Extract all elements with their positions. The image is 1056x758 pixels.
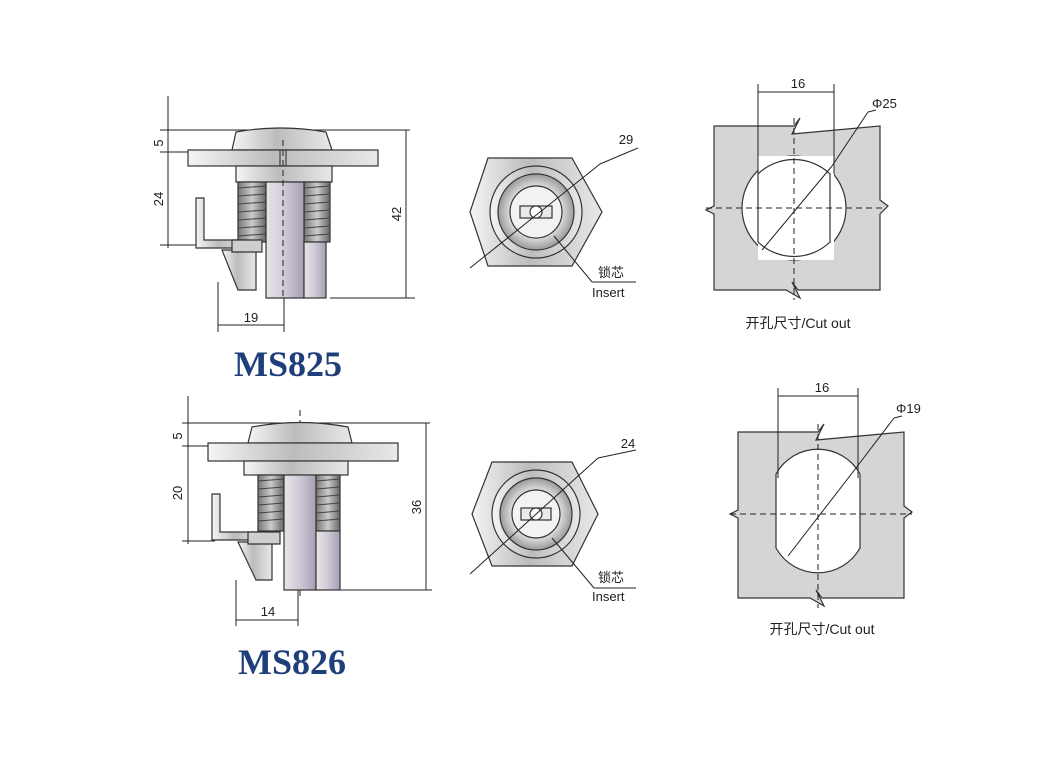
insert-en-label: Insert xyxy=(592,589,625,604)
dim-hex-label: 24 xyxy=(621,436,635,451)
insert-cn-label: 锁芯 xyxy=(598,265,624,280)
front-view: 24 锁芯 Insert xyxy=(469,436,637,604)
dim-cutout-width-label: 16 xyxy=(815,380,829,395)
dim-total-label: 42 xyxy=(389,207,404,221)
cutout-caption: 开孔尺寸/Cut out xyxy=(745,315,850,331)
insert-cn-label: 锁芯 xyxy=(598,570,624,585)
dim-top-label: 5 xyxy=(170,432,185,439)
dim-hex-label: 29 xyxy=(619,132,633,147)
dim-mid-label: 24 xyxy=(151,192,166,206)
dim-mid-label: 20 xyxy=(170,486,185,500)
cutout-view: 16 Φ25 开孔尺寸/Cut out xyxy=(704,76,897,331)
dim-width-label: 14 xyxy=(261,604,275,619)
model-title: MS825 xyxy=(234,344,342,384)
cutout-view: 16 Φ19 开孔尺寸/Cut out xyxy=(728,380,921,637)
product-ms826: 5 20 36 14 24 锁芯 Insert xyxy=(170,380,921,682)
dim-diameter-label: Φ19 xyxy=(896,401,921,416)
dim-total-label: 36 xyxy=(409,500,424,514)
dim-diameter-label: Φ25 xyxy=(872,96,897,111)
cutout-caption: 开孔尺寸/Cut out xyxy=(769,621,874,637)
dim-top-label: 5 xyxy=(151,139,166,146)
dim-width-label: 19 xyxy=(244,310,258,325)
model-title: MS826 xyxy=(238,642,346,682)
front-view: 29 锁芯 Insert xyxy=(469,132,639,300)
side-view: 5 20 36 14 xyxy=(170,396,432,626)
insert-en-label: Insert xyxy=(592,285,625,300)
side-view: 5 24 42 19 xyxy=(151,96,415,332)
dim-cutout-width-label: 16 xyxy=(791,76,805,91)
product-ms825: 5 24 42 19 29 锁芯 Insert xyxy=(151,76,897,384)
